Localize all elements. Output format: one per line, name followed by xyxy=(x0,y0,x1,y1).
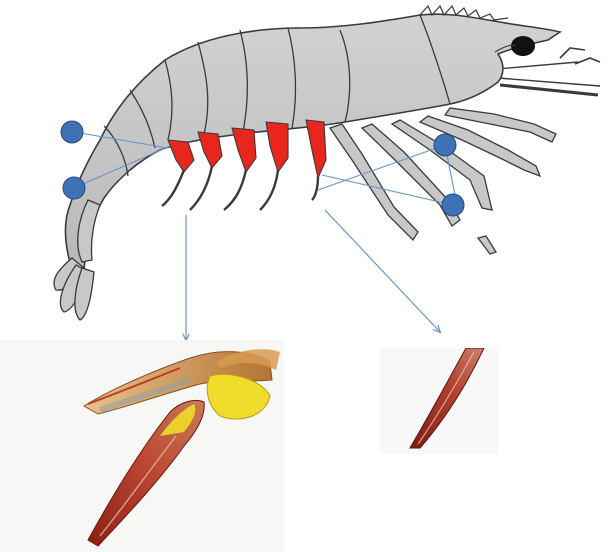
pleopod xyxy=(190,132,222,210)
pereiopod-marker-upper xyxy=(434,134,456,156)
pereiopod-tip-photo xyxy=(380,348,498,454)
pereiopods xyxy=(330,108,556,254)
uropod-marker-lower xyxy=(63,177,85,199)
pleopod-photo xyxy=(0,340,284,552)
pleopod xyxy=(224,128,256,210)
pleopod xyxy=(260,122,288,210)
pereiopod-marker-lower xyxy=(442,194,464,216)
uropod-marker-upper xyxy=(61,121,83,143)
arrow-to-pereiopod-photo xyxy=(325,210,440,332)
pleopod xyxy=(162,140,194,206)
